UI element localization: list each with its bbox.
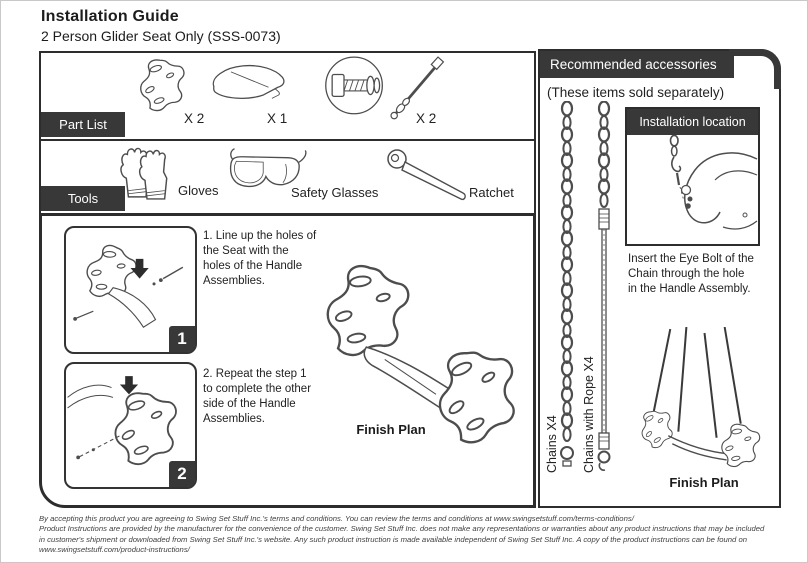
- finish-plan-illustration: [320, 260, 521, 448]
- chains-with-rope-label: Chains with Rope X4: [582, 356, 596, 473]
- footer-line: www.swingsetstuff.com/product-instructio…: [39, 545, 190, 555]
- step-1-badge: 1: [169, 326, 195, 352]
- step-2-illustration: [67, 376, 177, 466]
- chain-icon: [560, 101, 574, 467]
- step-1-illustration: [73, 239, 184, 328]
- part-qty-bolt: X 2: [416, 111, 437, 126]
- footer-line: Product Instructions are provided by the…: [39, 524, 765, 534]
- footer-line: By accepting this product you are agreei…: [39, 514, 634, 523]
- step-1-box: 1: [64, 226, 197, 354]
- step-2-box: 2: [64, 362, 197, 489]
- ratchet-label: Ratchet: [469, 185, 514, 200]
- footer-disclaimer: By accepting this product you are agreei…: [39, 514, 803, 556]
- step-2-badge: 2: [169, 461, 195, 487]
- safety-glasses-label: Safety Glasses: [291, 185, 379, 200]
- ratchet-icon: [387, 149, 466, 201]
- installation-location-illustration: [669, 135, 758, 230]
- tools-panel: Tools: [39, 139, 536, 215]
- accessories-finish-plan-label: Finish Plan: [669, 475, 739, 490]
- installation-location-caption: Insert the Eye Bolt of the Chain through…: [628, 253, 754, 296]
- finish-plan-label: Finish Plan: [356, 422, 426, 437]
- tools-tab: Tools: [41, 186, 125, 211]
- chains-label: Chains X4: [545, 415, 559, 473]
- page-subtitle: 2 Person Glider Seat Only (SSS-0073): [41, 28, 281, 44]
- bolt-hardware-part-icon: [325, 56, 445, 120]
- glider-seat-part-icon: [212, 64, 285, 99]
- sold-separately-note: (These items sold separately): [547, 85, 725, 100]
- handle-bracket-part-icon: [140, 59, 185, 112]
- gloves-icon: [120, 147, 168, 200]
- panel-corner-decoration: [729, 49, 781, 89]
- installation-location-box: Installation location: [625, 107, 760, 246]
- part-list-tab: Part List: [41, 112, 125, 137]
- recommended-accessories-header: Recommended accessories: [540, 51, 734, 78]
- footer-line: in customer's shipment or downloaded fro…: [39, 534, 748, 544]
- gloves-label: Gloves: [178, 183, 219, 198]
- hanging-finish-plan-illustration: [639, 327, 762, 471]
- step-2-text: 2. Repeat the step 1 to complete the oth…: [203, 368, 312, 425]
- part-qty-seat: X 1: [267, 111, 288, 126]
- step-1-text: 1. Line up the holes of the Seat with th…: [203, 230, 317, 287]
- safety-glasses-icon: [229, 148, 307, 188]
- chain-with-rope-icon: [597, 101, 611, 471]
- installation-location-header: Installation location: [627, 109, 758, 135]
- part-list-panel: Part List: [39, 51, 536, 141]
- part-qty-bracket: X 2: [184, 111, 205, 126]
- page-title: Installation Guide: [41, 8, 179, 25]
